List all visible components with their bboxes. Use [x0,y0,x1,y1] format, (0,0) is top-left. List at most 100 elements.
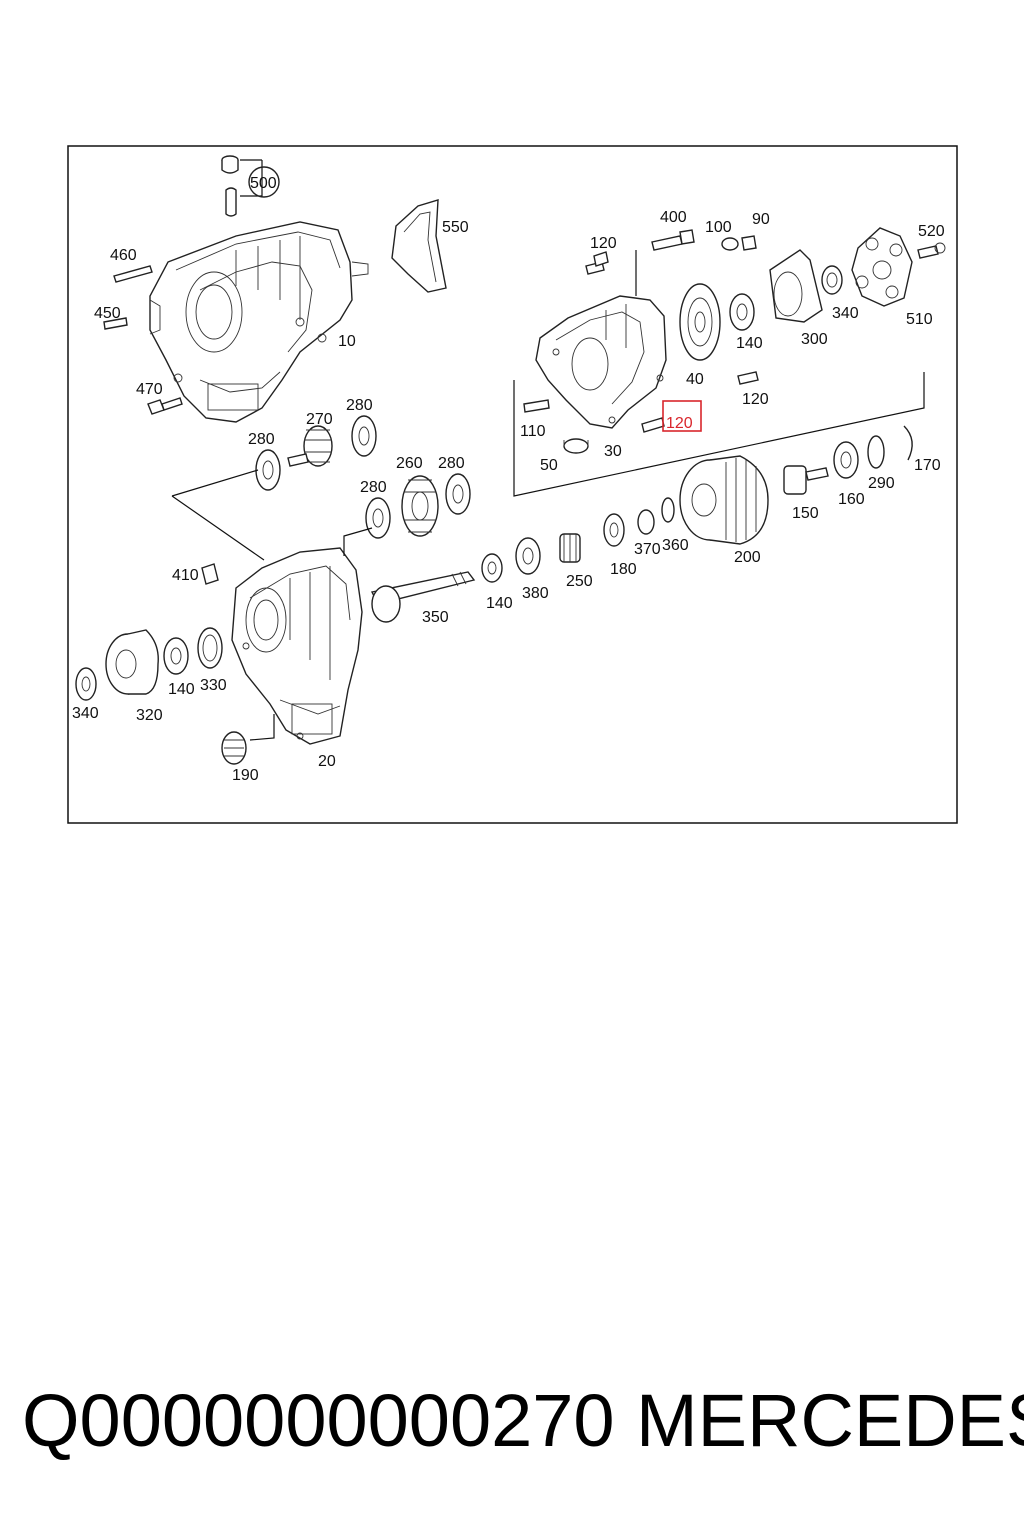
bearing-280-c [445,473,471,515]
callout-170: 170 [914,457,941,474]
callout-90: 90 [752,211,770,228]
callout-410: 410 [172,567,199,584]
callout-110: 110 [520,423,546,440]
highlight-box-120 [662,400,702,432]
seal-290 [867,435,885,469]
bracket-550 [391,199,447,293]
callout-160: 160 [838,491,865,508]
gear-260 [401,475,439,537]
gear-150 [783,465,829,495]
bolt-450 [103,317,128,330]
bearing-280-d [365,497,391,539]
flex-disc-510 [851,227,913,307]
callout-280-d: 280 [360,479,387,496]
nut-340-top [821,265,843,295]
leader-190 [249,714,275,741]
callout-50: 50 [540,457,558,474]
bolt-470 [147,397,183,415]
snap-ring-170 [903,425,913,461]
bearing-180 [603,513,625,547]
gear-250 [559,533,581,563]
pin-110 [523,399,550,413]
callout-290: 290 [868,475,895,492]
callout-140-mid: 140 [486,595,513,612]
callout-360: 360 [662,537,689,554]
callout-120-top: 120 [590,235,617,252]
seal-330 [197,627,223,669]
bearing-280-b [255,449,281,491]
callout-510: 510 [906,311,933,328]
needle-bearing-190 [221,731,247,765]
callout-100: 100 [705,219,732,236]
pin-500 [221,155,263,217]
bolt-460 [113,265,153,283]
callout-200: 200 [734,549,761,566]
gear-270 [287,425,333,467]
bolt-520 [917,242,946,259]
callout-140-bottom: 140 [168,681,195,698]
callout-330: 330 [200,677,227,694]
callout-280-b: 280 [248,431,275,448]
callout-280-c: 280 [438,455,465,472]
washer-370 [637,509,655,535]
leader-bracket-left [171,469,373,561]
washer-100 [721,237,739,251]
snap-ring-360 [661,497,675,523]
plug-90 [741,235,757,251]
callout-550: 550 [442,219,469,236]
part-number: Q0000000000270 [22,1379,615,1462]
callout-500: 500 [250,175,277,192]
callout-40: 40 [686,371,704,388]
callout-370: 370 [634,541,661,558]
housing-10 [149,221,369,423]
callout-280-a: 280 [346,397,373,414]
callout-400: 400 [660,209,687,226]
nut-340-bottom [75,667,97,701]
callout-350: 350 [422,609,449,626]
footer: Q0000000000270 MERCEDES [0,1378,1024,1468]
callout-300: 300 [801,331,828,348]
bearing-140-mid [481,553,503,583]
housing-20 [231,547,363,745]
callout-340-bottom: 340 [72,705,99,722]
bolt-400 [651,229,695,251]
cover-40 [679,283,721,361]
callout-380: 380 [522,585,549,602]
clip-410 [201,563,219,585]
callout-labels: 500 550 460 450 470 10 400 100 90 520 12… [72,166,945,784]
flange-300 [769,249,823,323]
group-bracket [513,372,925,497]
callout-120-highlighted: 120 [666,415,693,432]
clutch-pack-200 [679,455,769,545]
callout-270: 270 [306,411,333,428]
bearing-280-a [351,415,377,457]
housing-30 [535,250,667,429]
callout-140-top: 140 [736,335,763,352]
callout-180: 180 [610,561,637,578]
callout-120-right: 120 [742,391,769,408]
callout-150: 150 [792,505,819,522]
brand-name: MERCEDES [636,1379,1024,1462]
bolt-120-right [737,371,759,385]
bearing-380 [515,537,541,575]
callout-450: 450 [94,305,121,322]
bearing-160 [833,441,859,479]
plug-50 [563,438,589,454]
diagram-frame [67,145,958,824]
callout-460: 460 [110,247,137,264]
callout-30: 30 [604,443,622,460]
bearing-140-bottom [163,637,189,675]
callout-470: 470 [136,381,163,398]
flange-320 [105,629,159,695]
callout-20: 20 [318,753,336,770]
bolt-120-top [585,251,609,275]
callout-340-top: 340 [832,305,859,322]
callout-250: 250 [566,573,593,590]
callout-520: 520 [918,223,945,240]
callout-320: 320 [136,707,163,724]
shaft-350 [370,571,476,623]
bearing-140-top [729,293,755,331]
callout-190: 190 [232,767,259,784]
bolt-120-mid [641,417,665,433]
callout-10: 10 [338,333,356,350]
